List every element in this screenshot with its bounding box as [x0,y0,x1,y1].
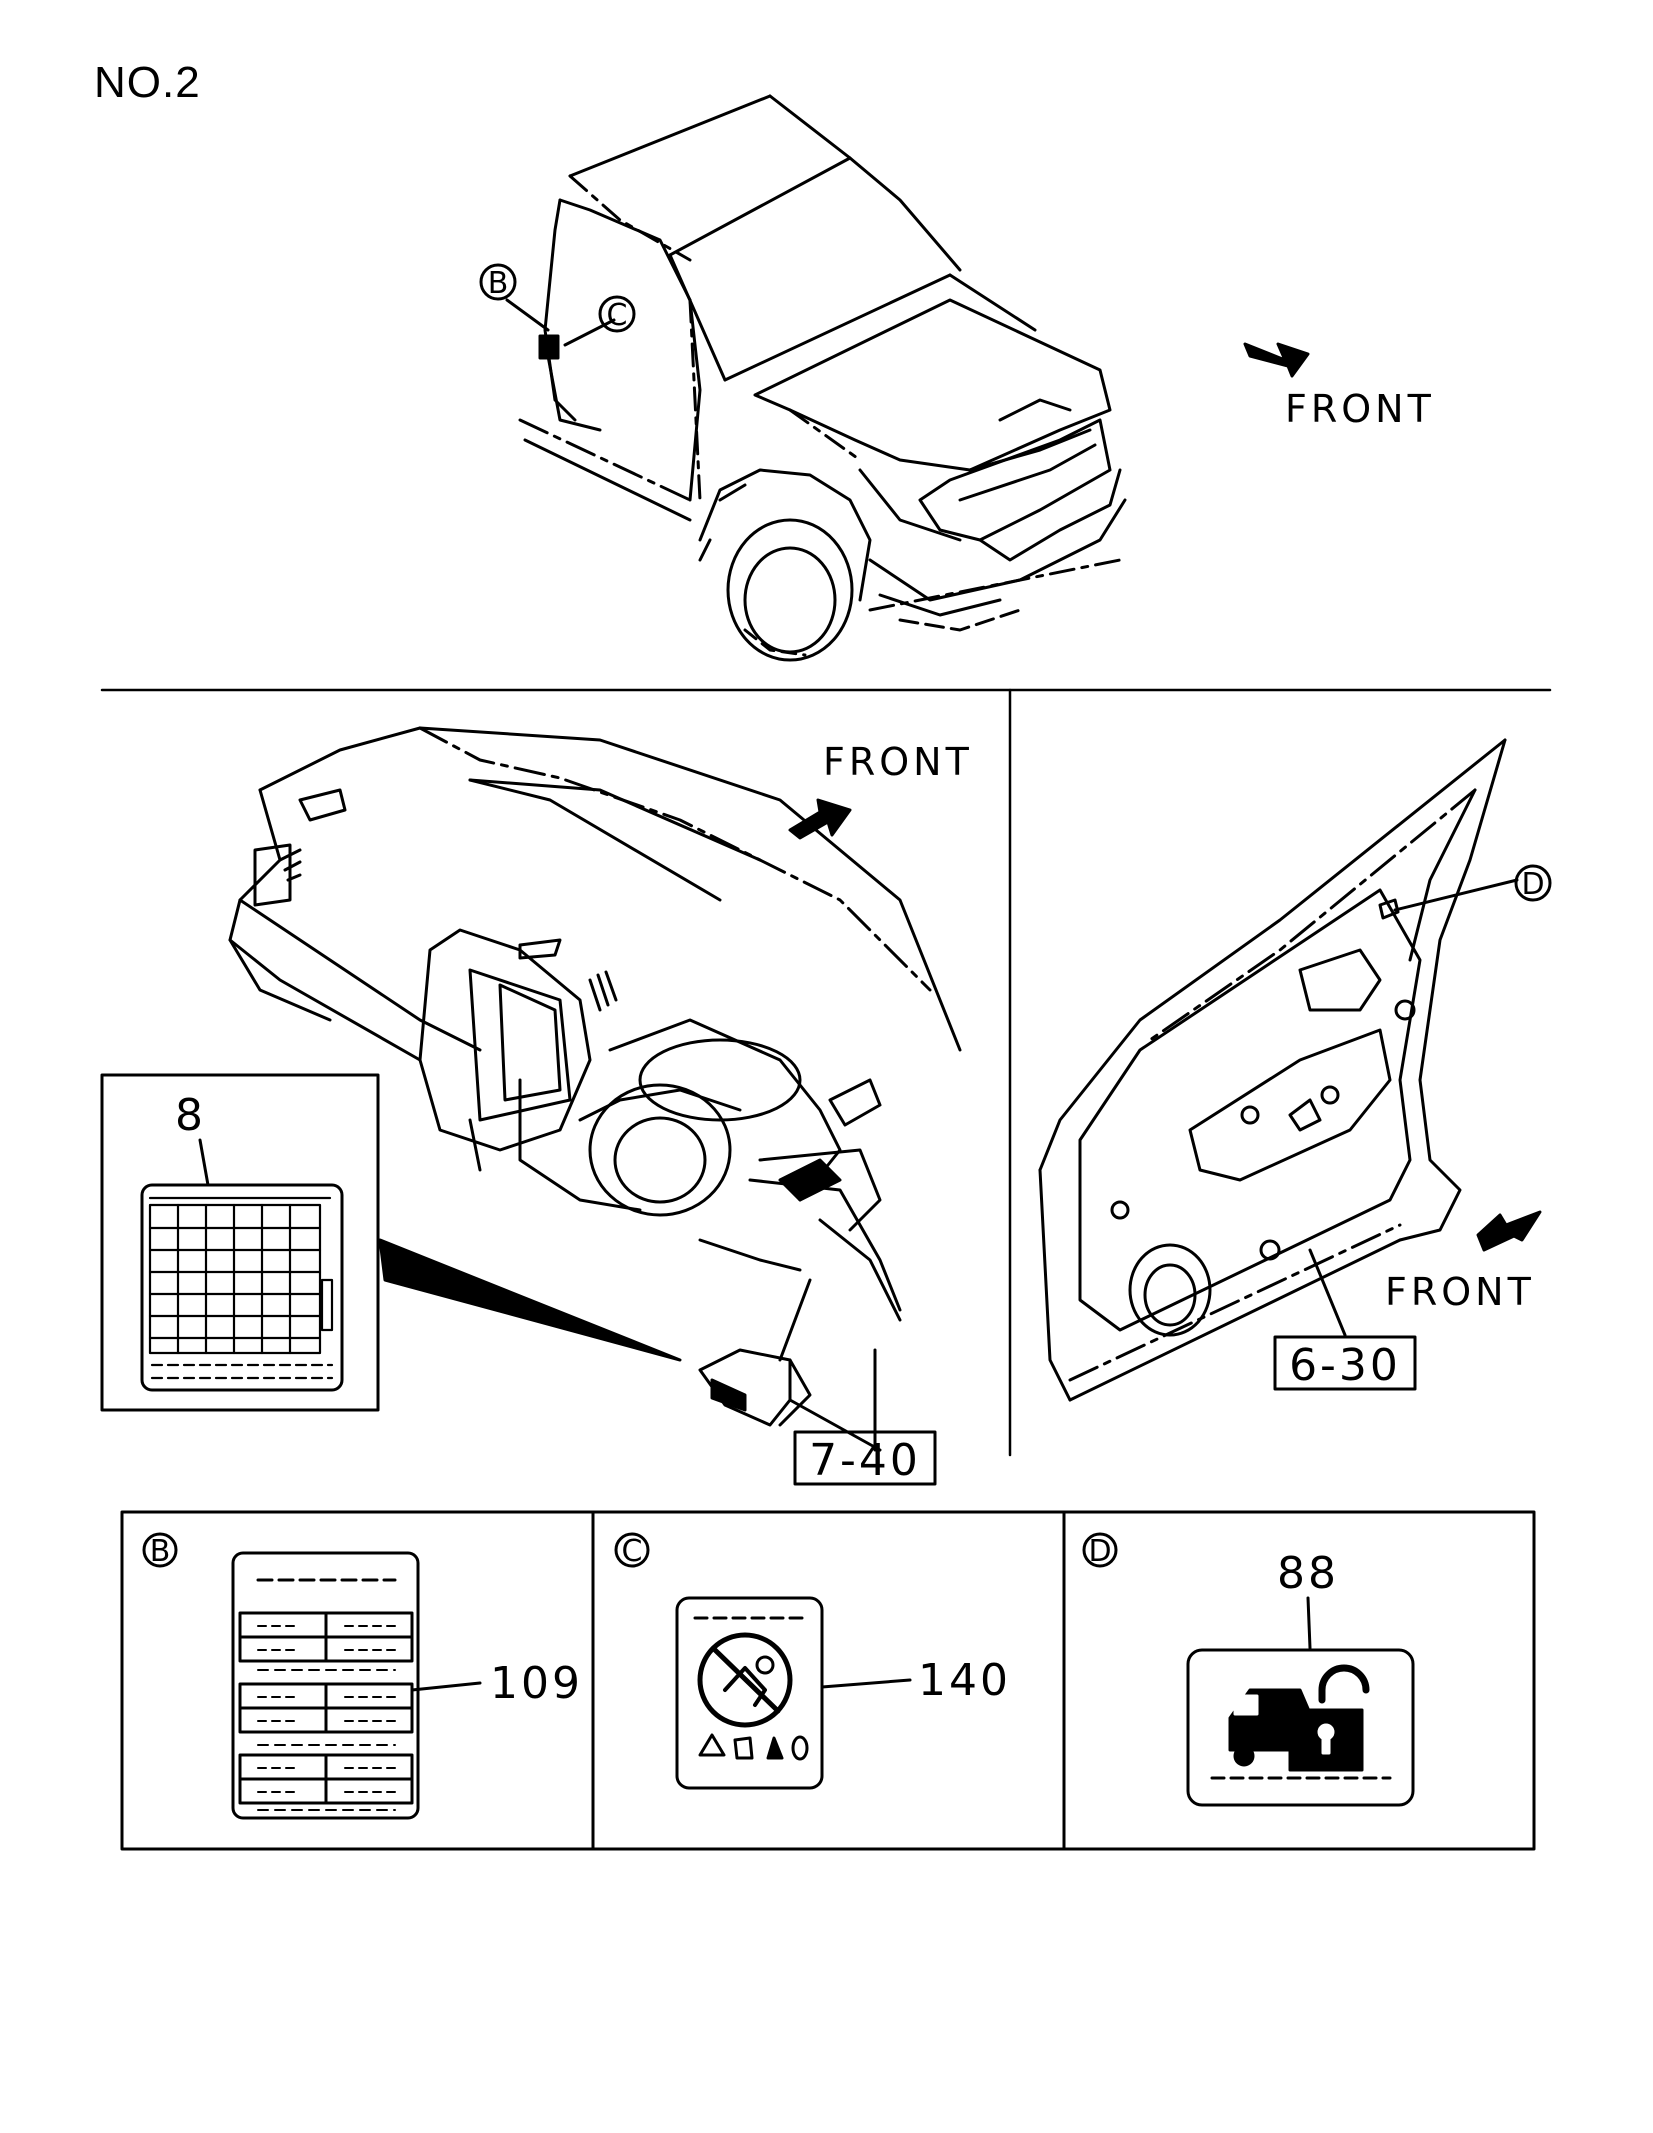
front-arrow-icon [1476,1210,1542,1252]
airbag-warning-label-icon [675,1596,912,1790]
page-title: NO.2 [94,58,201,107]
detail-panel-frame [120,1510,1536,1851]
door-ref-number: 6-30 [1289,1340,1401,1391]
panel-d-letter: D [1088,1534,1111,1569]
front-arrow-icon [1243,342,1310,378]
fuse-box-inset [100,1073,380,1412]
panel-c-letter: C [622,1534,643,1569]
front-label-dash: FRONT [823,740,973,784]
dash-ref-number: 7-40 [809,1435,921,1486]
callout-c: C [607,298,628,333]
front-label-vehicle: FRONT [1285,387,1435,431]
dashboard-illustration [228,726,962,1452]
door-illustration [1038,738,1519,1402]
fuse-label-icon [231,1551,482,1820]
panel-b-part-number: 109 [490,1658,583,1709]
callout-b: B [488,266,509,301]
callout-d: D [1521,867,1544,902]
front-arrow-icon [788,798,852,840]
vehicle-illustration [505,94,1127,662]
front-label-door: FRONT [1385,1270,1535,1314]
fuse-part-number: 8 [175,1090,206,1141]
door-lock-label-icon [1186,1596,1415,1807]
panel-d-part-number: 88 [1277,1548,1339,1599]
panel-b-letter: B [150,1534,171,1569]
panel-c-part-number: 140 [918,1655,1011,1706]
